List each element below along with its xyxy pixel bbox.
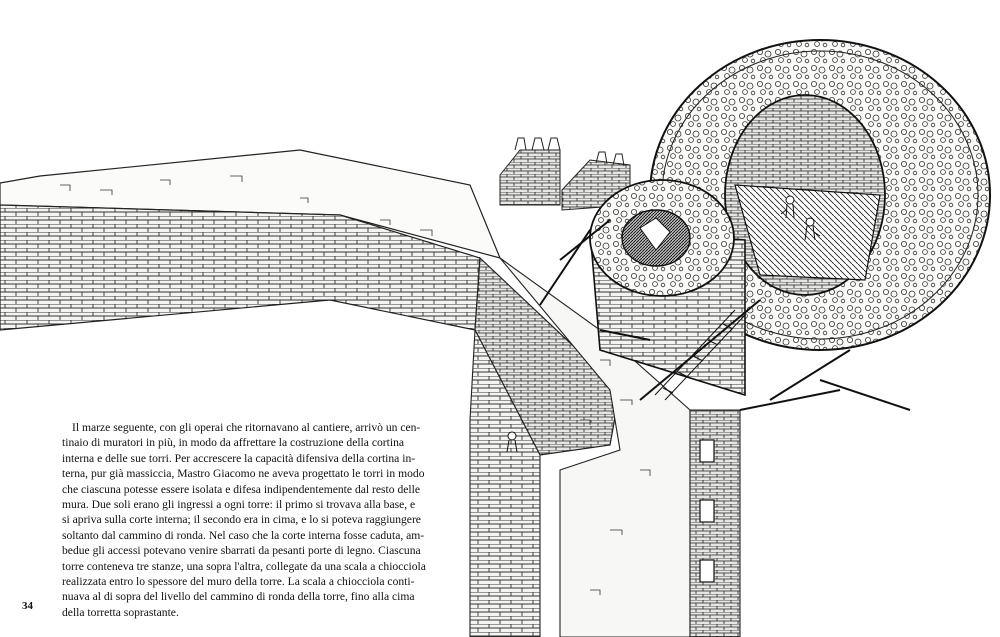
text-line: bedue gli accessi potevano venire sbarra… [62, 544, 421, 558]
text-line: soltanto dal cammino di ronda. Nel caso … [62, 528, 425, 542]
text-line: realizzata entro lo spessore del muro de… [62, 575, 415, 589]
southern-wall-right-face [689, 409, 741, 637]
text-line: si apriva sulla corte interna; il second… [62, 513, 421, 527]
figure-on-walkway [506, 431, 518, 453]
buttress-slits [699, 439, 715, 583]
body-text: Il marze seguente, con gli operai che ri… [62, 420, 426, 620]
text-line: nuava al di sopra del livello del cammin… [62, 590, 415, 604]
large-tower-floor [734, 184, 881, 281]
text-line: della torretta soprastante. [62, 605, 179, 619]
scaffolding-beams [539, 219, 911, 411]
page-number: 34 [22, 600, 33, 612]
southern-wall-left-face [469, 327, 541, 637]
text-line: che ciascuna potesse essere isolata e di… [62, 482, 420, 496]
text-line: torre conteneva tre stanze, una sopra l'… [62, 559, 426, 573]
text-line: terna, pur già massiccia, Mastro Giacomo… [62, 467, 425, 481]
text-line: interna e delle sue torri. Per accrescer… [62, 451, 416, 465]
text-line: tinaio di muratori in più, in modo da af… [62, 436, 405, 450]
text-line: mura. Due soli erano gli ingressi a ogni… [62, 498, 416, 512]
figures-on-floor [780, 195, 821, 241]
ladder [654, 309, 746, 401]
text-line: Il marze seguente, con gli operai che ri… [72, 421, 421, 434]
